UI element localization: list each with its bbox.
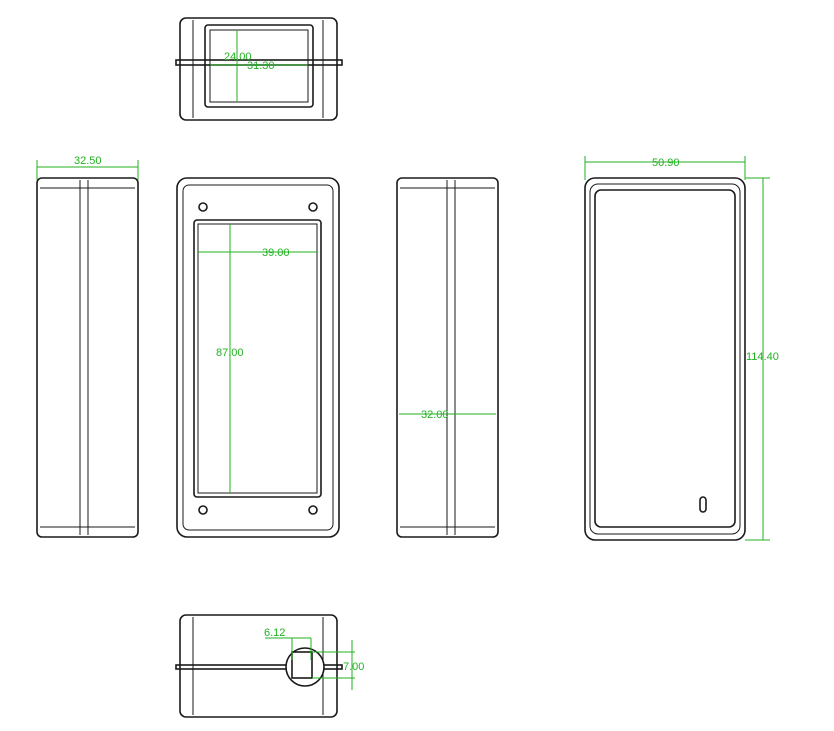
dim-back-height: 114.40: [746, 351, 779, 363]
bottom-view: 6.12 7.00: [175, 614, 364, 718]
front-view: 39.00 87.00: [176, 177, 340, 538]
dim-right-depth: 32.00: [421, 409, 449, 421]
dim-top-window-width: 31.30: [247, 60, 275, 72]
dim-back-width: 50.90: [652, 157, 680, 169]
dim-front-window-width: 39.00: [262, 247, 290, 259]
dim-top-window-height: 24.00: [224, 51, 252, 63]
dim-bottom-hole-width: 6.12: [264, 627, 285, 639]
left-side-view: 32.50: [36, 155, 139, 538]
dim-left-depth: 32.50: [74, 155, 102, 167]
right-side-view: 32.00: [396, 177, 499, 538]
dim-bottom-hole-height: 7.00: [343, 661, 364, 673]
dim-front-window-height: 87.00: [216, 347, 244, 359]
top-view: 24.00 31.30: [175, 17, 343, 121]
back-view: 50.90 114.40: [584, 156, 779, 541]
